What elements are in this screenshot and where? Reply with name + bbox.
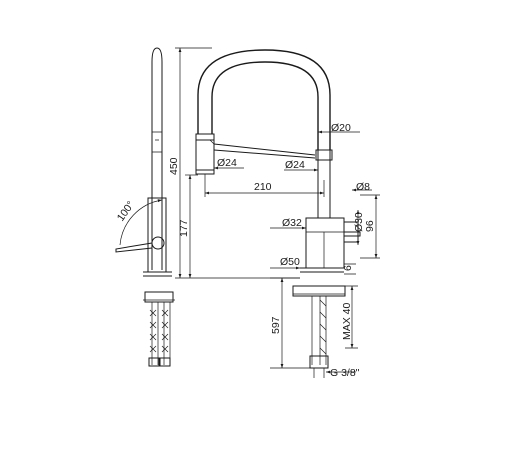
dim-thread: G 3/8"	[330, 367, 360, 379]
front-view	[195, 49, 361, 378]
dim-96: 96	[364, 220, 376, 232]
side-view: 100°	[115, 47, 175, 367]
dim-d24-head: Ø24	[217, 157, 237, 169]
dim-6: 6	[342, 265, 354, 271]
dim-d50: Ø50	[280, 256, 300, 268]
angle-label: 100°	[115, 199, 137, 224]
dim-max40: MAX 40	[341, 302, 353, 340]
dim-d8: Ø8	[356, 181, 370, 193]
dim-d30: Ø30	[353, 212, 365, 232]
dim-210: 210	[254, 181, 272, 193]
dim-177: 177	[178, 219, 190, 237]
dimensions: 450 177 210 Ø20 Ø24 Ø24 Ø8 Ø30 96 Ø32	[168, 47, 380, 379]
dim-d24-spout: Ø24	[285, 159, 305, 171]
dim-d20: Ø20	[331, 122, 351, 134]
dim-597: 597	[270, 316, 282, 334]
dim-450: 450	[168, 157, 180, 175]
dim-d32: Ø32	[282, 217, 302, 229]
